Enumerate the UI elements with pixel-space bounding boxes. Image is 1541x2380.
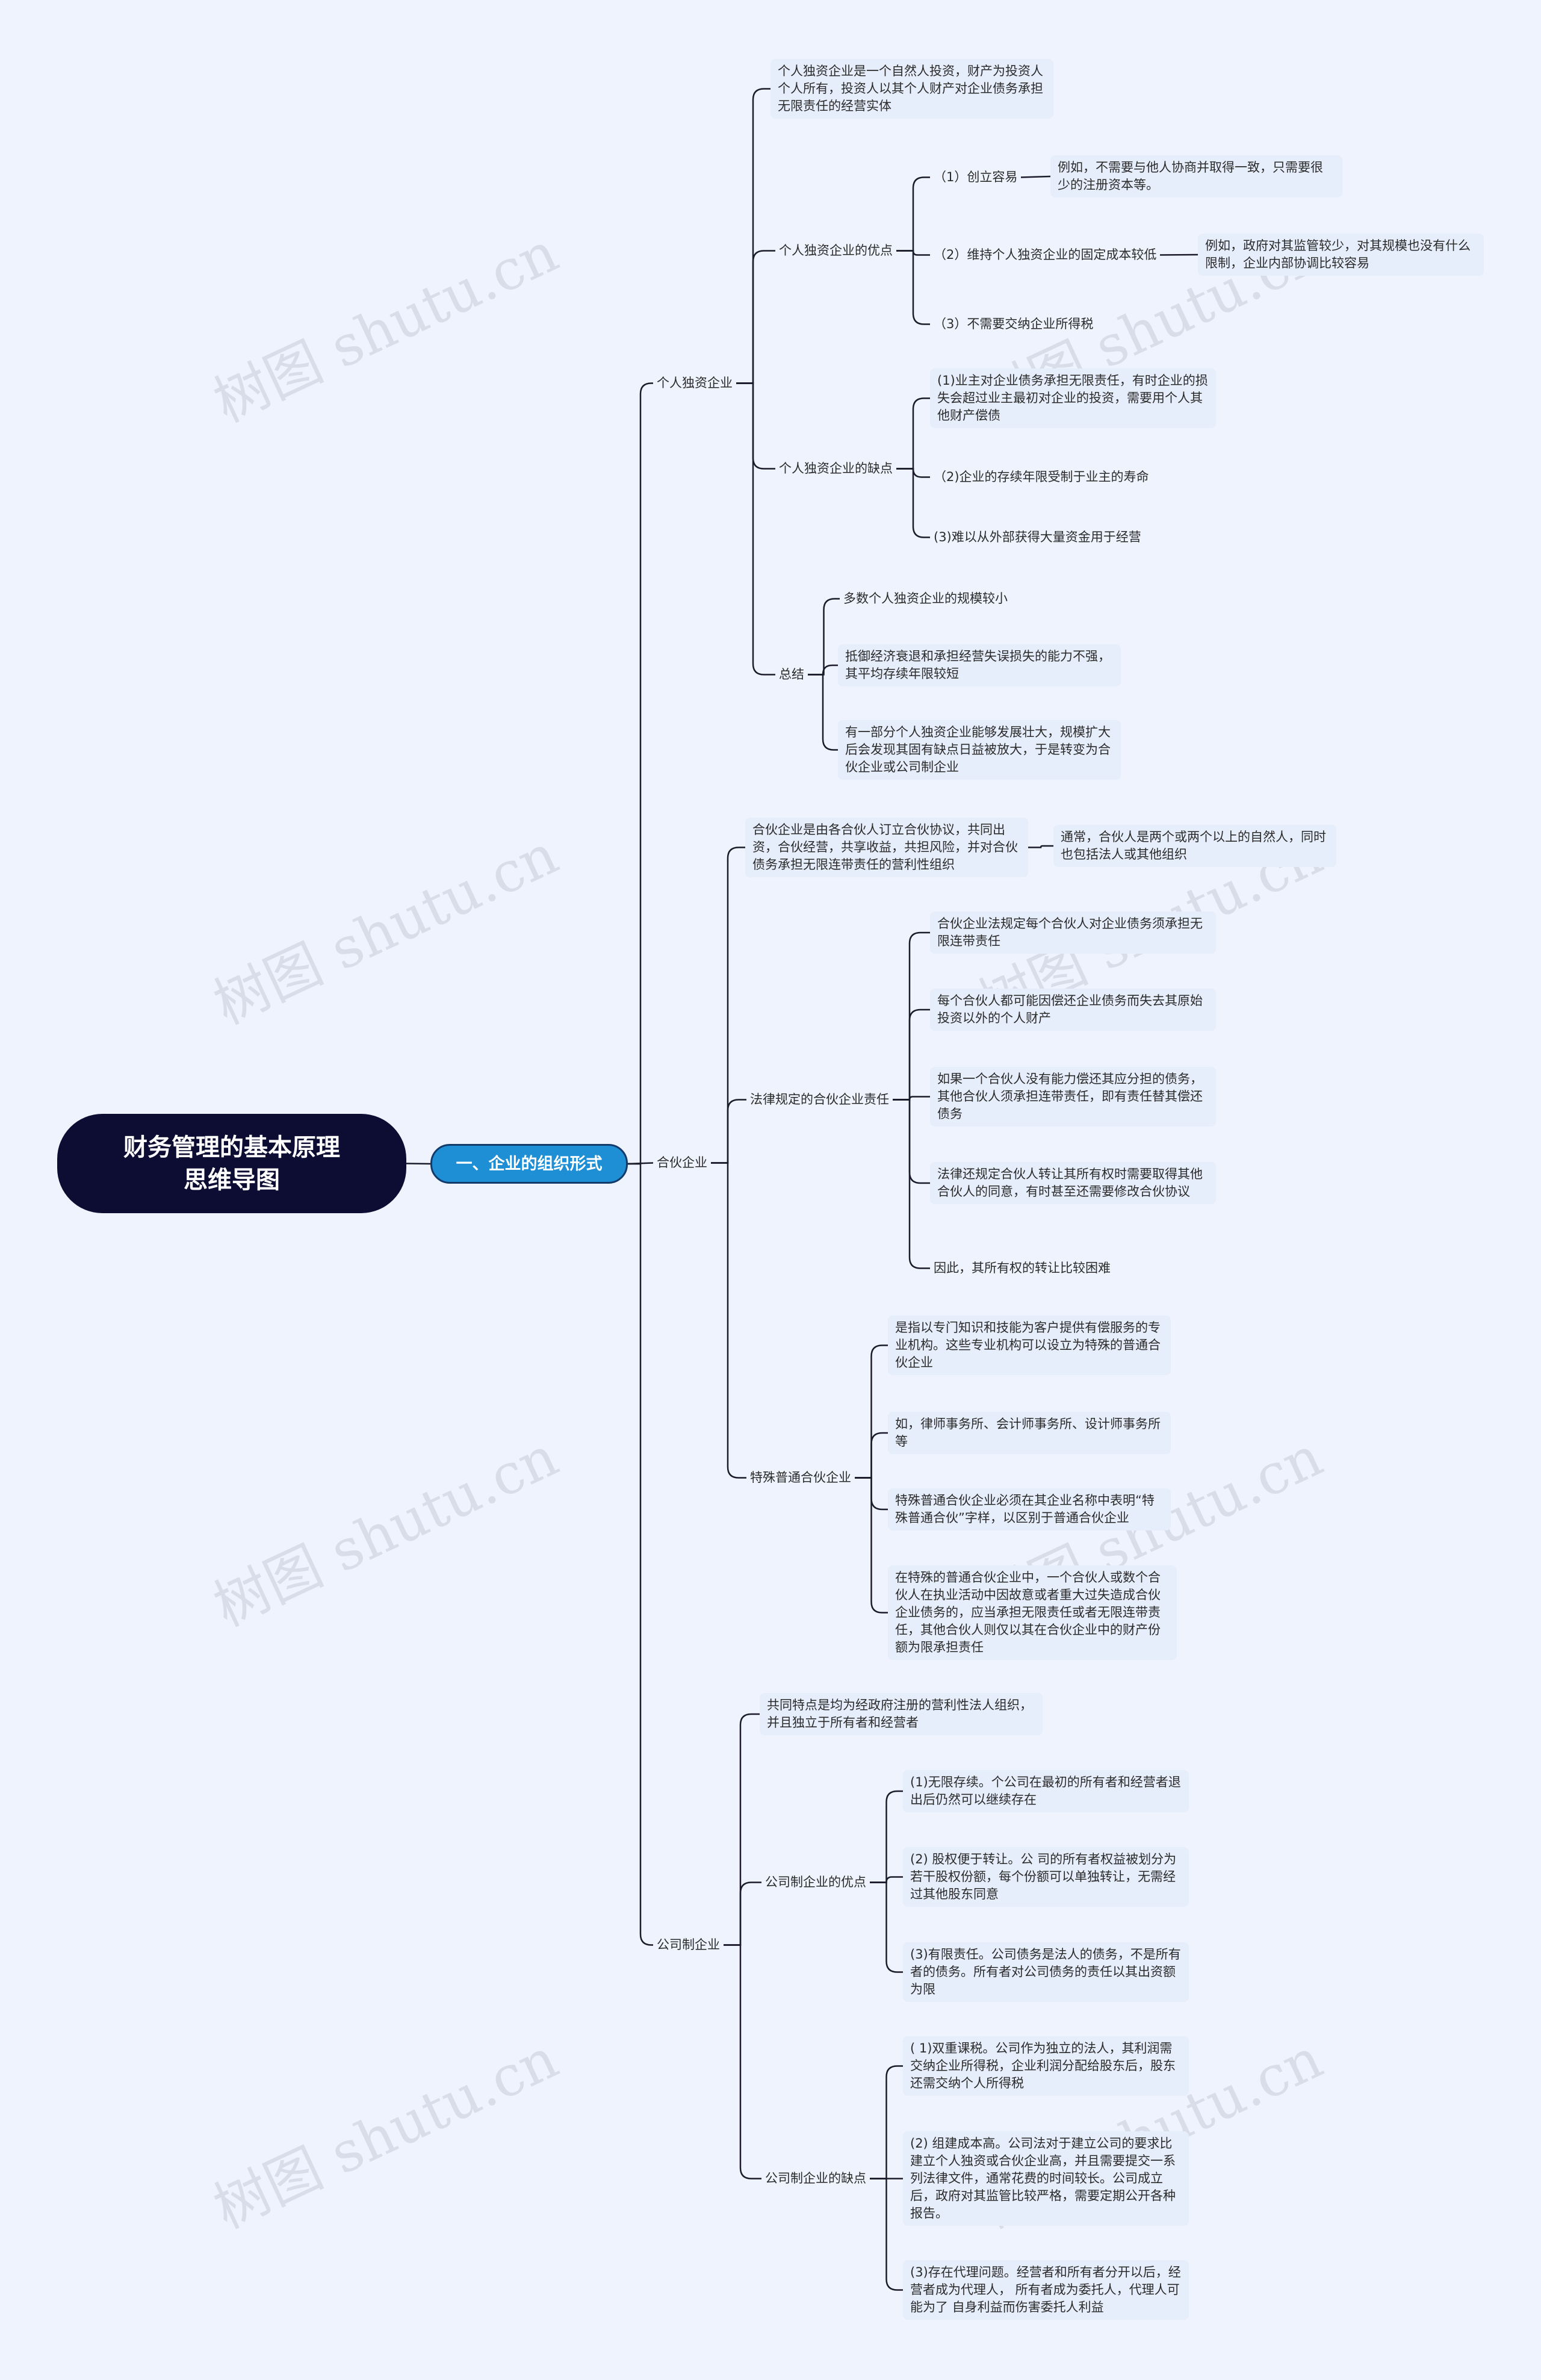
connector <box>1020 175 1051 178</box>
node-g1-summary[interactable]: 总结 <box>775 665 808 685</box>
node-g2-legal-2[interactable]: 每个合伙人都可能因偿还企业债务而失去其原始投资以外的个人财产 <box>930 989 1216 1031</box>
node-g1-adv-1-detail[interactable]: 例如，不需要与他人协商并取得一致，只需要很少的注册资本等。 <box>1050 155 1342 197</box>
node-g3-def[interactable]: 共同特点是均为经政府注册的营利性法人组织，并且独立于所有者和经营者 <box>760 1693 1043 1735</box>
node-g1-dis-1[interactable]: (1)业主对企业债务承担无限责任，有时企业的损失会超过业主最初对企业的投资，需要… <box>930 368 1216 428</box>
connector <box>724 1944 761 2180</box>
node-g1-sum-2[interactable]: 抵御经济衰退和承担经营失误损失的能力不强，其平均存续年限较短 <box>838 644 1121 686</box>
connector <box>855 1477 888 1614</box>
node-g2-special-4[interactable]: 在特殊的普通合伙企业中，一个合伙人或数个合伙人在执业活动中因故意或者重大过失造成… <box>888 1565 1177 1660</box>
topic-organization-forms[interactable]: 一、企业的组织形式 <box>430 1144 628 1184</box>
node-g3-adv[interactable]: 公司制企业的优点 <box>761 1872 870 1892</box>
connector <box>736 382 775 676</box>
connector <box>711 847 745 1164</box>
connector <box>711 1099 746 1164</box>
connector <box>808 598 840 676</box>
node-g1-sum-3[interactable]: 有一部分个人独资企业能够发展壮大，规模扩大后会发现其固有缺点日益被放大，于是转变… <box>838 720 1121 780</box>
connector <box>736 250 775 384</box>
node-g2-def-detail[interactable]: 通常，合伙人是两个或两个以上的自然人，同时也包括法人或其他组织 <box>1053 825 1336 867</box>
node-g3-adv-1[interactable]: (1)无限存续。个公司在最初的所有者和经营者退出后仍然可以继续存在 <box>903 1770 1189 1812</box>
connector <box>896 250 930 325</box>
node-g2-def[interactable]: 合伙企业是由各合伙人订立合伙协议，共同出资，合伙经营，共享收益，共担风险，并对合… <box>745 818 1028 877</box>
node-g2-legal-3[interactable]: 如果一个合伙人没有能力偿还其应分担的债务，其他合伙人须承担连带责任，即有责任替其… <box>930 1067 1216 1126</box>
node-g2-legal-4[interactable]: 法律还规定合伙人转让其所有权时需要取得其他合伙人的同意，有时甚至还需要修改合伙协… <box>930 1162 1216 1204</box>
node-g2-legal-1[interactable]: 合伙企业法规定每个合伙人对企业债务须承担无限连带责任 <box>930 912 1216 954</box>
connector <box>711 1162 746 1479</box>
root-title[interactable]: 财务管理的基本原理思维导图 <box>57 1114 406 1213</box>
node-corporation[interactable]: 公司制企业 <box>653 1935 724 1955</box>
node-g1-adv[interactable]: 个人独资企业的优点 <box>775 241 896 261</box>
node-g3-adv-3[interactable]: (3)有限责任。公司债务是法人的债务，不是所有者的债务。所有者对公司债务的责任以… <box>903 1942 1189 2002</box>
node-g2-legal-5[interactable]: 因此，其所有权的转让比较困难 <box>930 1258 1114 1278</box>
node-g2-special-3[interactable]: 特殊普通合伙企业必须在其企业名称中表明“特殊普通合伙”字样，以区别于普通合伙企业 <box>888 1488 1171 1530</box>
connector <box>808 674 838 751</box>
connector <box>724 1881 761 1946</box>
connector <box>893 1008 930 1101</box>
connector <box>893 931 930 1101</box>
connector <box>1028 845 1053 848</box>
node-g1-sum-1[interactable]: 多数个人独资企业的规模较小 <box>840 589 1011 609</box>
node-g2-special-1[interactable]: 是指以专门知识和技能为客户提供有偿服务的专业机构。这些专业机构可以设立为特殊的普… <box>888 1316 1171 1375</box>
connector <box>870 2065 903 2180</box>
node-sole-proprietorship[interactable]: 个人独资企业 <box>653 373 736 393</box>
connector <box>893 1099 930 1184</box>
node-partnership[interactable]: 合伙企业 <box>653 1153 711 1173</box>
connector <box>896 176 930 252</box>
connector <box>855 1344 888 1479</box>
node-g2-special[interactable]: 特殊普通合伙企业 <box>746 1468 855 1488</box>
connector <box>870 1790 903 1883</box>
node-g1-dis[interactable]: 个人独资企业的缺点 <box>775 459 896 479</box>
node-g3-dis-3[interactable]: (3)存在代理问题。经营者和所有者分开以后，经营者成为代理人， 所有者成为委托人… <box>903 2260 1189 2320</box>
node-g2-special-2[interactable]: 如，律师事务所、会计师事务所、设计师事务所等 <box>888 1412 1171 1454</box>
node-g1-adv-2-detail[interactable]: 例如，政府对其监管较少，对其规模也没有什么限制，企业内部协调比较容易 <box>1198 234 1484 276</box>
node-g1-adv-2[interactable]: （2）维持个人独资企业的固定成本较低 <box>930 245 1161 265</box>
connector <box>628 382 653 1165</box>
connector <box>870 2178 903 2291</box>
node-g3-dis[interactable]: 公司制企业的缺点 <box>761 2169 870 2189</box>
node-g3-dis-1[interactable]: ( 1)双重课税。公司作为独立的法人，其利润需交纳企业所得税，企业利润分配给股东… <box>903 2036 1189 2096</box>
node-g3-adv-2[interactable]: (2) 股权便于转让。公 司的所有者权益被划分为若干股权份额，每个份额可以单独转… <box>903 1847 1189 1907</box>
node-g1-adv-3[interactable]: （3）不需要交纳企业所得税 <box>930 314 1097 334</box>
connector <box>628 1163 653 1946</box>
node-g1-dis-3[interactable]: (3)难以从外部获得大量资金用于经营 <box>930 527 1145 547</box>
node-g2-legal[interactable]: 法律规定的合伙企业责任 <box>746 1090 893 1110</box>
node-g1-adv-1[interactable]: （1）创立容易 <box>930 167 1022 187</box>
node-g3-dis-2[interactable]: (2) 组建成本高。公司法对于建立公司的要求比建立个人独资或合伙企业高，并且需要… <box>903 2131 1189 2226</box>
connector <box>736 382 775 470</box>
connector <box>896 397 930 470</box>
connector <box>808 664 838 676</box>
connector <box>893 1099 930 1269</box>
connector <box>870 1881 903 1973</box>
node-g1-dis-2[interactable]: （2)企业的存续年限受制于业主的寿命 <box>930 467 1153 487</box>
connector <box>896 468 930 538</box>
connector <box>724 1713 760 1946</box>
connector <box>855 1432 888 1479</box>
node-g1-def[interactable]: 个人独资企业是一个自然人投资，财产为投资人个人所有，投资人以其个人财产对企业债务… <box>770 59 1053 119</box>
